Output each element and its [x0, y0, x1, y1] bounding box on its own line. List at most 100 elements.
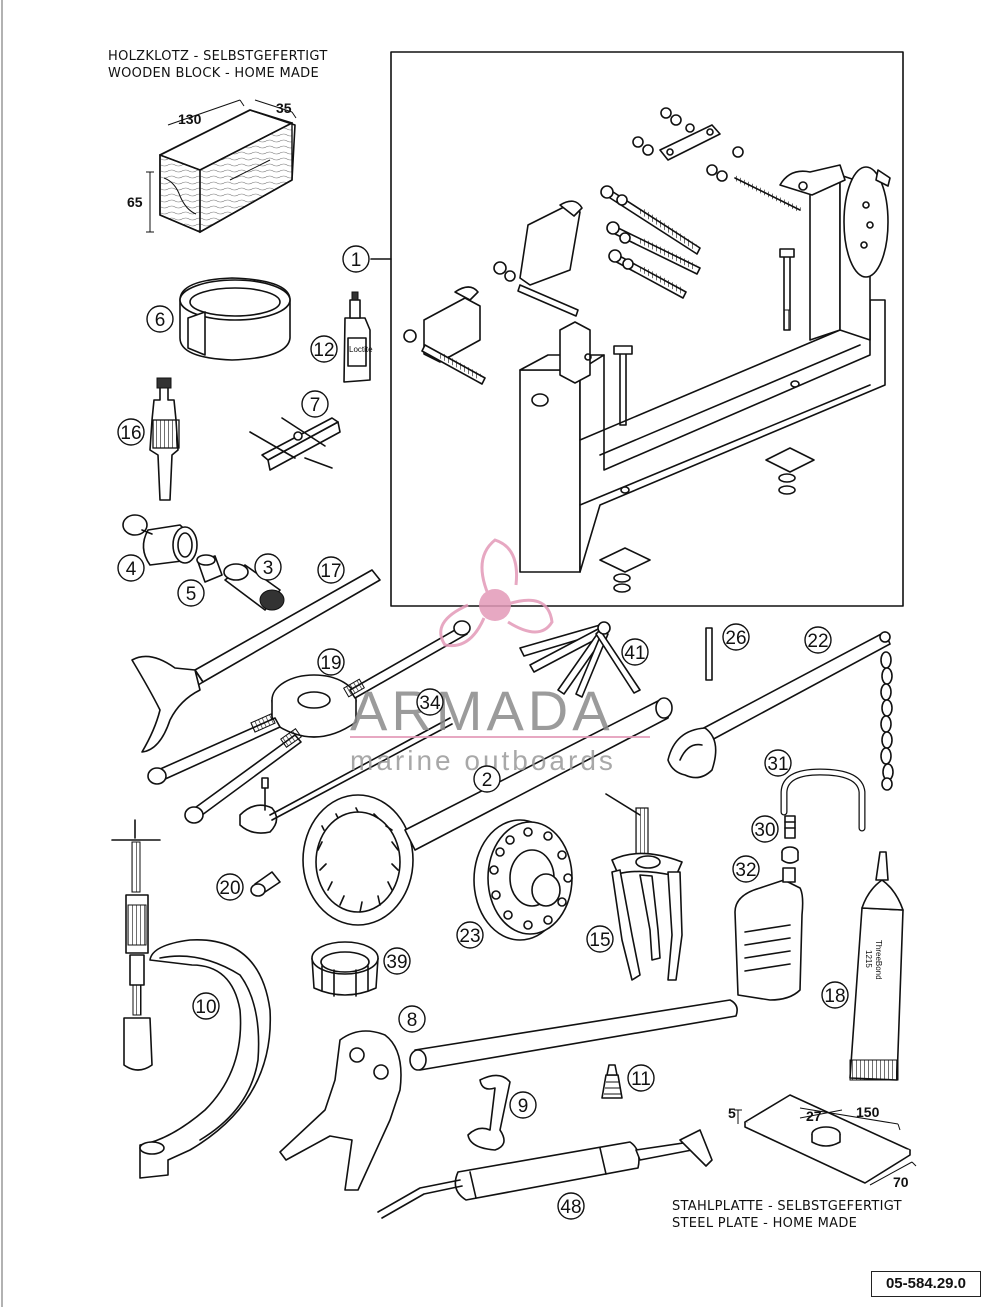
callout-20: 20 [216, 873, 244, 901]
callout-30: 30 [751, 815, 779, 843]
callout-number: 31 [767, 754, 788, 775]
callout-19: 19 [317, 648, 345, 676]
callout-9: 9 [509, 1091, 537, 1119]
callout-number: 39 [386, 952, 407, 973]
callout-number: 6 [155, 310, 166, 331]
callout-17: 17 [317, 556, 345, 584]
callout-number: 17 [320, 561, 341, 582]
tool-23-puller-disk [473, 819, 573, 941]
callout-18: 18 [821, 981, 849, 1009]
callout-number: 15 [589, 930, 610, 951]
tool-30-valve [784, 815, 796, 839]
tool-34-adjust-tool [239, 717, 453, 834]
callout-number: 20 [219, 878, 240, 899]
tool-22-chain-wrench [667, 631, 894, 791]
plate-width-dimension: 70 [893, 1174, 909, 1190]
tool-5-sleeve [196, 554, 223, 583]
tool-19-flywheel-holder [147, 620, 471, 824]
callout-number: 18 [824, 986, 845, 1007]
tool-10-spring-compressor [111, 819, 272, 1179]
callout-number: 34 [419, 693, 441, 714]
wooden-block: 130 35 65 [127, 99, 297, 234]
callout-number: 16 [120, 423, 141, 444]
tool-12-glue-bottle: Loctite [343, 291, 373, 383]
callout-8: 8 [398, 1005, 426, 1033]
tool-16-extractor [149, 377, 180, 501]
wooden-block-caption-en: WOODEN BLOCK - HOME MADE [108, 66, 319, 81]
tool-41-feeler-gauge [519, 621, 641, 698]
steel-plate: 5 27 150 70 [728, 1094, 917, 1190]
callout-number: 32 [735, 860, 756, 881]
wooden-block-caption-de: HOLZKLOTZ - SELBSTGEFERTIGT [108, 49, 328, 64]
tool-15-gear-puller [605, 793, 683, 981]
bottle-label: Loctite [349, 345, 373, 354]
callout-12: 12 [310, 335, 338, 363]
callout-15: 15 [586, 925, 614, 953]
wood-height-dimension: 65 [127, 194, 143, 210]
callout-5: 5 [177, 579, 205, 607]
callout-number: 11 [631, 1069, 651, 1090]
callout-32: 32 [732, 855, 760, 883]
tool-7-clamp [249, 417, 341, 471]
callout-6: 6 [146, 305, 174, 333]
callout-48: 48 [557, 1192, 585, 1220]
wood-width-dimension: 35 [276, 100, 292, 116]
callout-34: 34 [416, 688, 444, 716]
tool-31-u-tube [780, 768, 866, 832]
steel-plate-caption-en: STEEL PLATE - HOME MADE [672, 1216, 858, 1231]
plate-hole-dimension: 27 [806, 1108, 822, 1124]
plate-length-dimension: 150 [856, 1104, 880, 1120]
tool-26-pin [705, 627, 713, 681]
callout-number: 19 [320, 653, 341, 674]
callout-41: 41 [621, 638, 649, 666]
oil-canister [734, 867, 804, 1001]
callout-23: 23 [456, 921, 484, 949]
callout-number: 9 [518, 1096, 529, 1117]
tool-9-lever [467, 1074, 511, 1151]
callout-22: 22 [804, 626, 832, 654]
tube-code-label: 1215 [864, 950, 873, 968]
engine-stand-assembly [403, 107, 891, 593]
callout-1: 1 [342, 245, 370, 273]
callout-number: 2 [482, 770, 493, 791]
callout-11: 11 [627, 1064, 655, 1092]
callout-number: 4 [126, 559, 137, 580]
tool-11-sealant-bottle [601, 1064, 623, 1099]
callout-number: 3 [263, 558, 274, 579]
engine-stand-frame-box [390, 51, 904, 607]
tool-6-ring [179, 277, 291, 361]
steel-plate-caption-de: STAHLPLATTE - SELBSTGEFERTIGT [672, 1199, 902, 1214]
tool-18-sealant-tube: ThreeBond 1215 [849, 851, 904, 1081]
watermark-title: ARMADA [350, 679, 614, 742]
wood-length-dimension: 130 [178, 111, 202, 127]
callout-number: 41 [624, 643, 645, 664]
callout-26: 26 [722, 623, 750, 651]
tool-32-cap [781, 846, 799, 864]
callout-number: 8 [407, 1010, 418, 1031]
callout-number: 23 [459, 926, 480, 947]
callout-16: 16 [117, 418, 145, 446]
tube-brand-label: ThreeBond [874, 940, 883, 980]
callout-number: 30 [754, 820, 775, 841]
tool-4-bearing-puller [122, 514, 198, 566]
callout-number: 12 [313, 340, 334, 361]
callout-7: 7 [301, 390, 329, 418]
tool-17-holding-fork [131, 569, 381, 753]
callout-4: 4 [117, 554, 145, 582]
callout-2: 2 [473, 765, 501, 793]
armada-watermark: ARMADA marine outboards [350, 538, 650, 776]
callout-number: 5 [186, 584, 197, 605]
callout-number: 7 [310, 395, 321, 416]
callout-number: 26 [725, 628, 746, 649]
tool-39-filter-socket [311, 941, 379, 997]
callout-3: 3 [254, 553, 282, 581]
plate-thickness-dimension: 5 [728, 1105, 736, 1121]
tool-3-bushing [223, 563, 285, 611]
tool-20-screw [250, 871, 281, 897]
callout-39: 39 [383, 947, 411, 975]
tool-8-lifting-bar [279, 999, 738, 1191]
callout-number: 10 [195, 997, 216, 1018]
callout-10: 10 [192, 992, 220, 1020]
